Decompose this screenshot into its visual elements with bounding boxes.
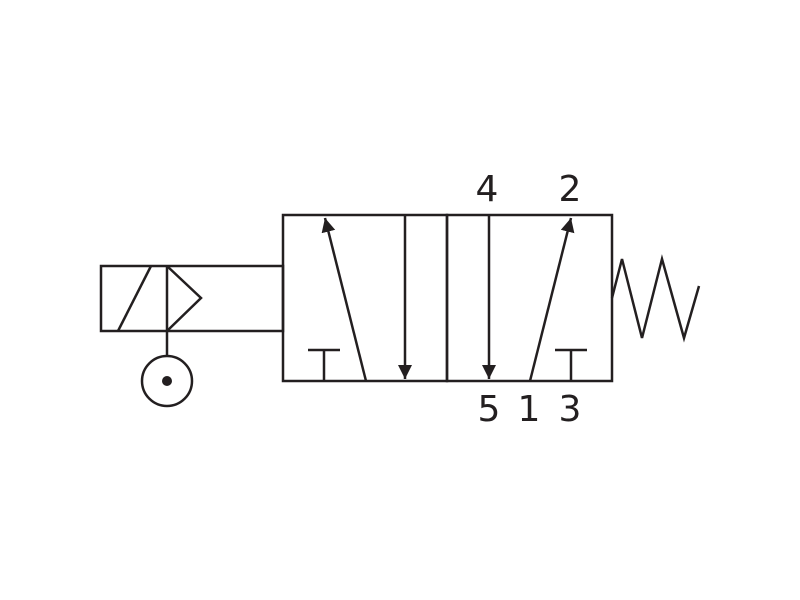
flow-arrow-left-diagonal	[321, 217, 368, 382]
flow-arrow-right-diagonal	[528, 217, 575, 382]
electrical-connection-icon	[140, 354, 194, 408]
blocked-port-right	[555, 348, 587, 381]
spring-return-icon	[610, 254, 701, 343]
valve-position-left	[281, 213, 449, 383]
port-label-2: 2	[558, 169, 582, 210]
port-label-4: 4	[475, 169, 499, 210]
port-label-3: 3	[558, 389, 582, 430]
port-label-5: 5	[477, 389, 501, 430]
blocked-port-left	[308, 348, 340, 381]
valve-position-right	[445, 213, 614, 383]
solenoid-actuator	[99, 264, 285, 357]
port-label-1: 1	[517, 389, 541, 430]
